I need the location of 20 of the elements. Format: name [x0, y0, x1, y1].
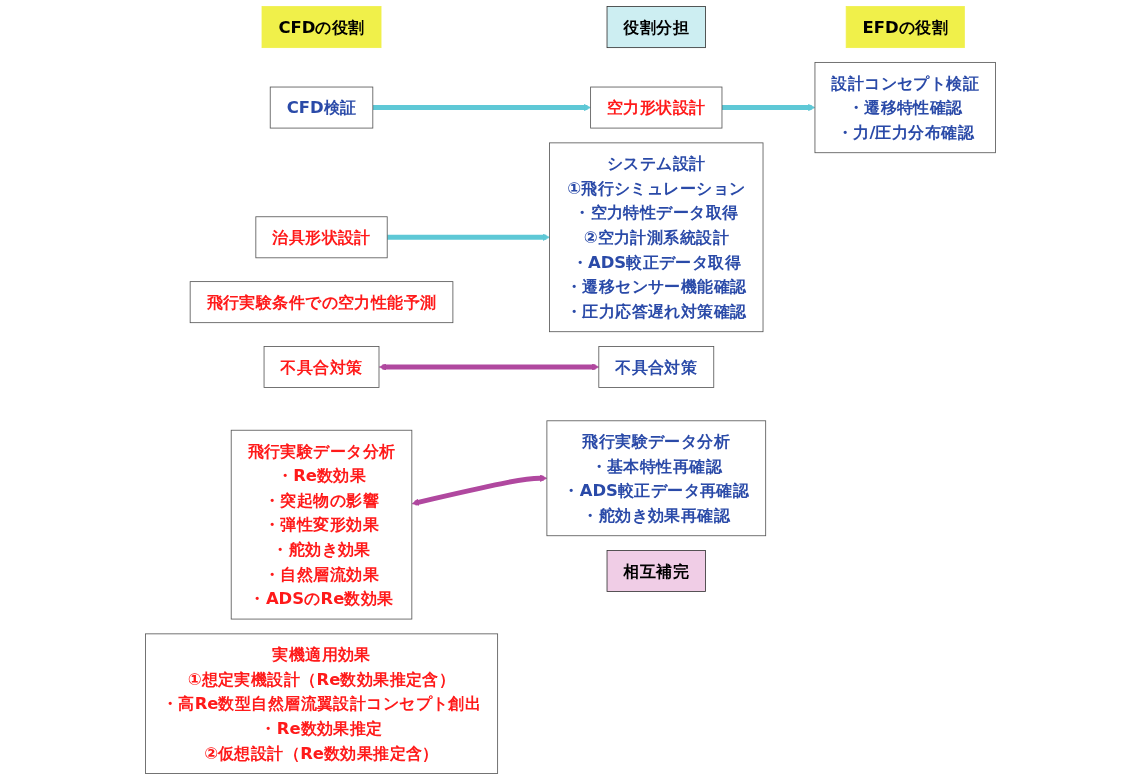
arrow	[387, 233, 550, 241]
node-box: CFDの役割	[261, 6, 382, 49]
node-box: 飛行実験データ分析 ・基本特性再確認 ・ADS較正データ再確認 ・舵効き効果再確認	[546, 420, 767, 537]
node-box: 設計コンセプト検証 ・遷移特性確認 ・力/圧力分布確認	[814, 62, 996, 154]
arrow	[379, 363, 600, 371]
node-box: システム設計 ①飛行シミュレーション ・空力特性データ取得 ②空力計測系統設計 ・ADS較正データ取得 ・遷移センサー機能確認 ・圧力応答遅れ対策確認	[549, 142, 764, 333]
node-box: 相互補完	[606, 550, 706, 592]
node-box: 実機適用効果 ①想定実機設計（Re数効果推定含） ・高Re数型自然層流翼設計コンセプト創出 ・Re数効果推定 ②仮想設計（Re数効果推定含）	[145, 633, 499, 774]
arrow	[721, 103, 816, 112]
arrow	[411, 474, 548, 506]
node-box: 飛行実験データ分析 ・Re数効果 ・突起物の影響 ・弾性変形効果 ・舵効き効果 ・自然層流効果 ・ADSのRe数効果	[230, 429, 413, 620]
node-box: 空力形状設計	[590, 86, 723, 129]
node-box: EFDの役割	[845, 6, 965, 49]
node-box: CFD検証	[269, 86, 374, 129]
node-box: 飛行実験条件での空力性能予測	[189, 281, 454, 324]
arrow	[372, 103, 591, 112]
node-box: 不具合対策	[263, 346, 380, 388]
node-box: 治具形状設計	[255, 216, 388, 259]
node-box: 役割分担	[606, 6, 706, 49]
node-box: 不具合対策	[598, 346, 715, 388]
